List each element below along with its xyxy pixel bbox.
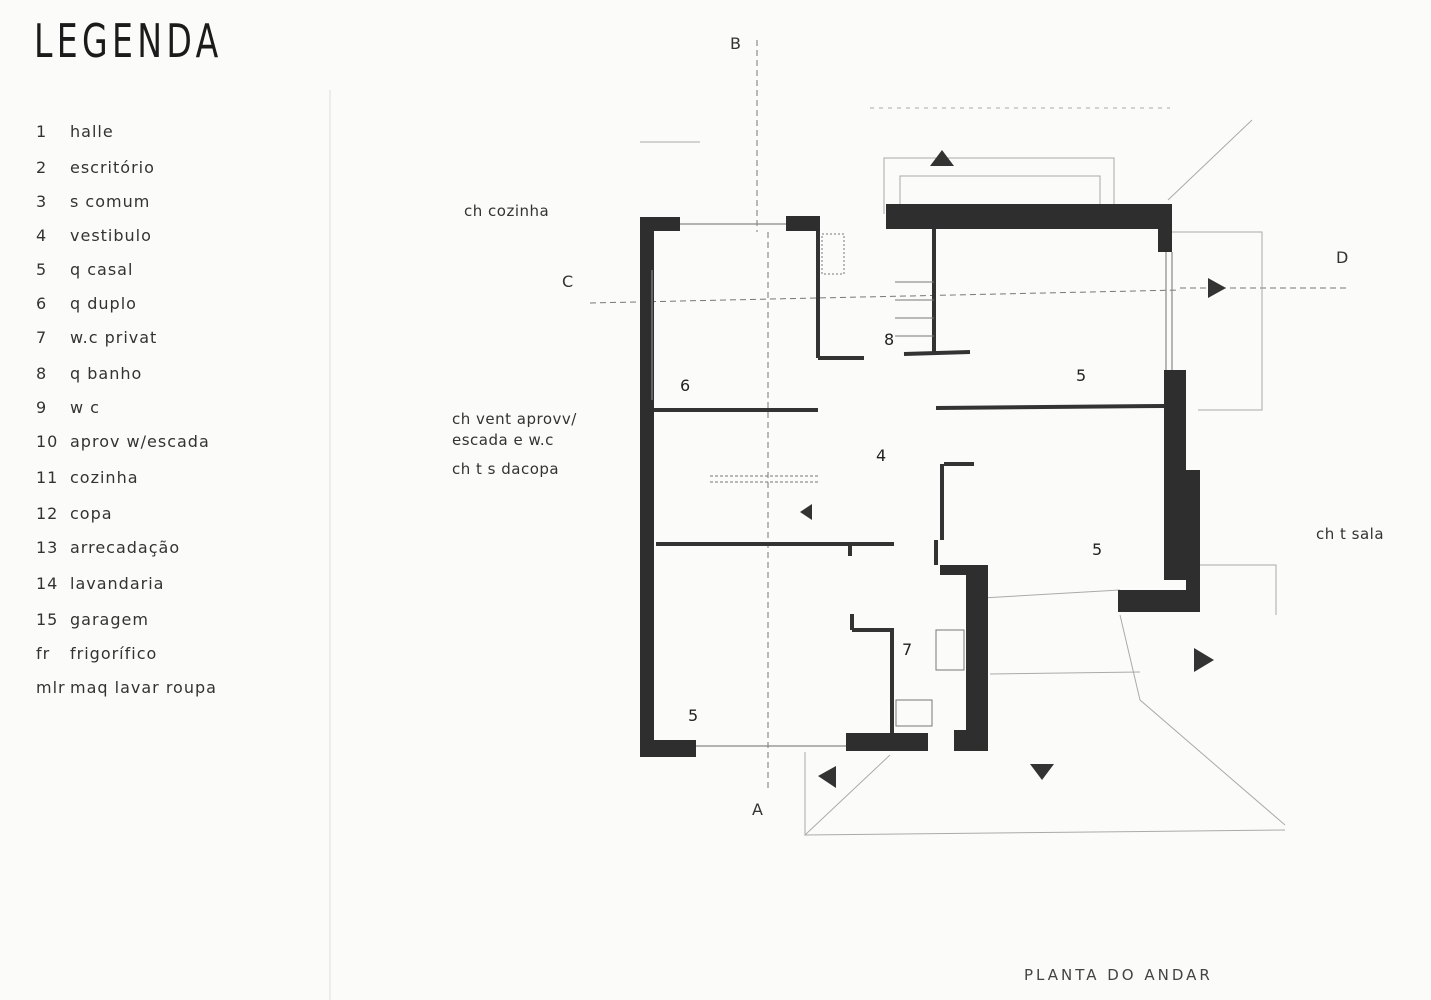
exterior-walls bbox=[640, 204, 1200, 757]
arrow-left-icon bbox=[818, 766, 836, 788]
room-number: 5 bbox=[1092, 540, 1103, 559]
interior-walls bbox=[654, 229, 1165, 733]
arrow-up-icon bbox=[930, 150, 954, 166]
room-number: 5 bbox=[1076, 366, 1087, 385]
arrow-right-icon bbox=[1194, 648, 1214, 672]
note-ch-vent-line2: escada e w.c bbox=[452, 431, 554, 449]
section-label-c: C bbox=[562, 272, 574, 291]
legend-title: LEGENDA bbox=[34, 14, 223, 68]
entry-arrows bbox=[800, 150, 1226, 788]
note-ch-cozinha: ch cozinha bbox=[464, 202, 550, 220]
section-label-b: B bbox=[730, 34, 741, 53]
room-number: 8 bbox=[884, 330, 895, 349]
plan-caption: PLANTA DO ANDAR bbox=[1024, 966, 1213, 984]
note-ch-copa: ch t s dacopa bbox=[452, 460, 560, 478]
room-number: 5 bbox=[688, 706, 699, 725]
arrow-right-icon bbox=[1208, 278, 1226, 298]
note-ch-vent-line1: ch vent aprovv/ bbox=[452, 410, 577, 428]
arrow-down-icon bbox=[1030, 764, 1054, 780]
room-number: 6 bbox=[680, 376, 691, 395]
fixture-details bbox=[710, 233, 965, 727]
room-number: 7 bbox=[902, 640, 913, 659]
section-label-a: A bbox=[752, 800, 763, 819]
window-lines bbox=[651, 223, 1173, 747]
arrow-left-icon bbox=[800, 504, 812, 520]
section-label-d: D bbox=[1336, 248, 1349, 267]
note-ch-sala: ch t sala bbox=[1316, 525, 1385, 543]
room-number: 4 bbox=[876, 446, 887, 465]
roof-outline bbox=[640, 107, 1286, 837]
section-line-c bbox=[589, 289, 1181, 304]
section-lines bbox=[589, 40, 1350, 790]
